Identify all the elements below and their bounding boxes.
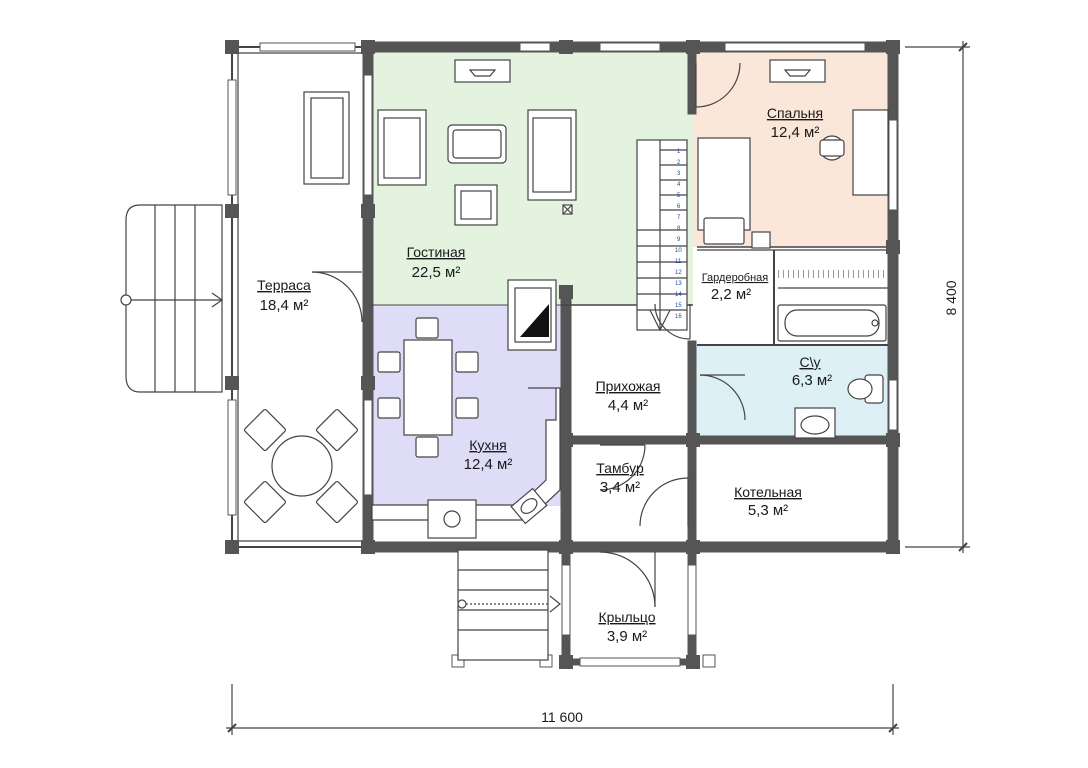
front-stairs (457, 549, 561, 661)
terrace-stairs (120, 204, 224, 393)
room-hall-area: 4,4 м² (608, 397, 648, 414)
stair-step-7: 7 (677, 215, 681, 221)
room-boiler-name: Котельная (734, 484, 802, 500)
stair-step-6: 6 (677, 204, 681, 210)
room-terrace-name: Терраса (257, 277, 311, 293)
fireplace (507, 279, 557, 351)
room-bathroom-name: С\у (800, 354, 821, 370)
stair-step-14: 14 (675, 292, 682, 298)
doors (311, 62, 746, 608)
dimension-width-label: 11 600 (541, 709, 583, 725)
stair-step-10: 10 (675, 248, 682, 254)
stair-step-12: 12 (675, 270, 682, 276)
interior-staircase: 1 2 3 4 5 6 7 8 9 10 11 12 13 14 15 16 (636, 139, 688, 332)
bathroom-fixtures (777, 304, 887, 439)
room-living-name: Гостиная (407, 244, 466, 260)
room-boiler-area: 5,3 м² (748, 502, 788, 519)
stair-step-13: 13 (675, 281, 682, 287)
stair-step-8: 8 (677, 226, 681, 232)
room-terrace-area: 18,4 м² (260, 297, 309, 314)
dining-set (377, 317, 479, 458)
room-wardrobe-name: Гардеробная (702, 272, 769, 284)
living-furniture (377, 59, 577, 226)
wardrobe-rail (778, 270, 888, 289)
stair-step-15: 15 (675, 303, 682, 309)
stair-step-16: 16 (675, 314, 682, 320)
room-wardrobe-area: 2,2 м² (711, 286, 751, 303)
stair-step-9: 9 (677, 237, 681, 243)
stair-step-3: 3 (677, 171, 681, 177)
room-bedroom-area: 12,4 м² (771, 124, 820, 141)
room-living-area: 22,5 м² (412, 264, 461, 281)
room-bedroom-name: Спальня (767, 105, 823, 121)
stair-step-2: 2 (677, 160, 681, 166)
windows (227, 42, 898, 667)
stair-step-4: 4 (677, 182, 681, 188)
terrace-furniture (244, 91, 358, 523)
bedroom-furniture (697, 59, 889, 249)
stair-step-5: 5 (677, 193, 681, 199)
stair-step-11: 11 (675, 259, 682, 265)
room-hall-name: Прихожая (596, 378, 661, 394)
room-kitchen-name: Кухня (469, 437, 506, 453)
kitchen-counters (371, 387, 561, 539)
stair-step-1: 1 (677, 149, 681, 155)
room-vestibule-area: 3,4 м² (600, 479, 640, 496)
dimension-height-label: 8 400 (943, 280, 959, 315)
room-vestibule-name: Тамбур (596, 460, 644, 476)
room-bathroom-area: 6,3 м² (792, 372, 832, 389)
corner-posts (225, 40, 900, 669)
dimension-lines (226, 41, 970, 735)
room-kitchen-area: 12,4 м² (464, 456, 513, 473)
room-porch-name: Крыльцо (598, 609, 655, 625)
room-porch-area: 3,9 м² (607, 628, 647, 645)
